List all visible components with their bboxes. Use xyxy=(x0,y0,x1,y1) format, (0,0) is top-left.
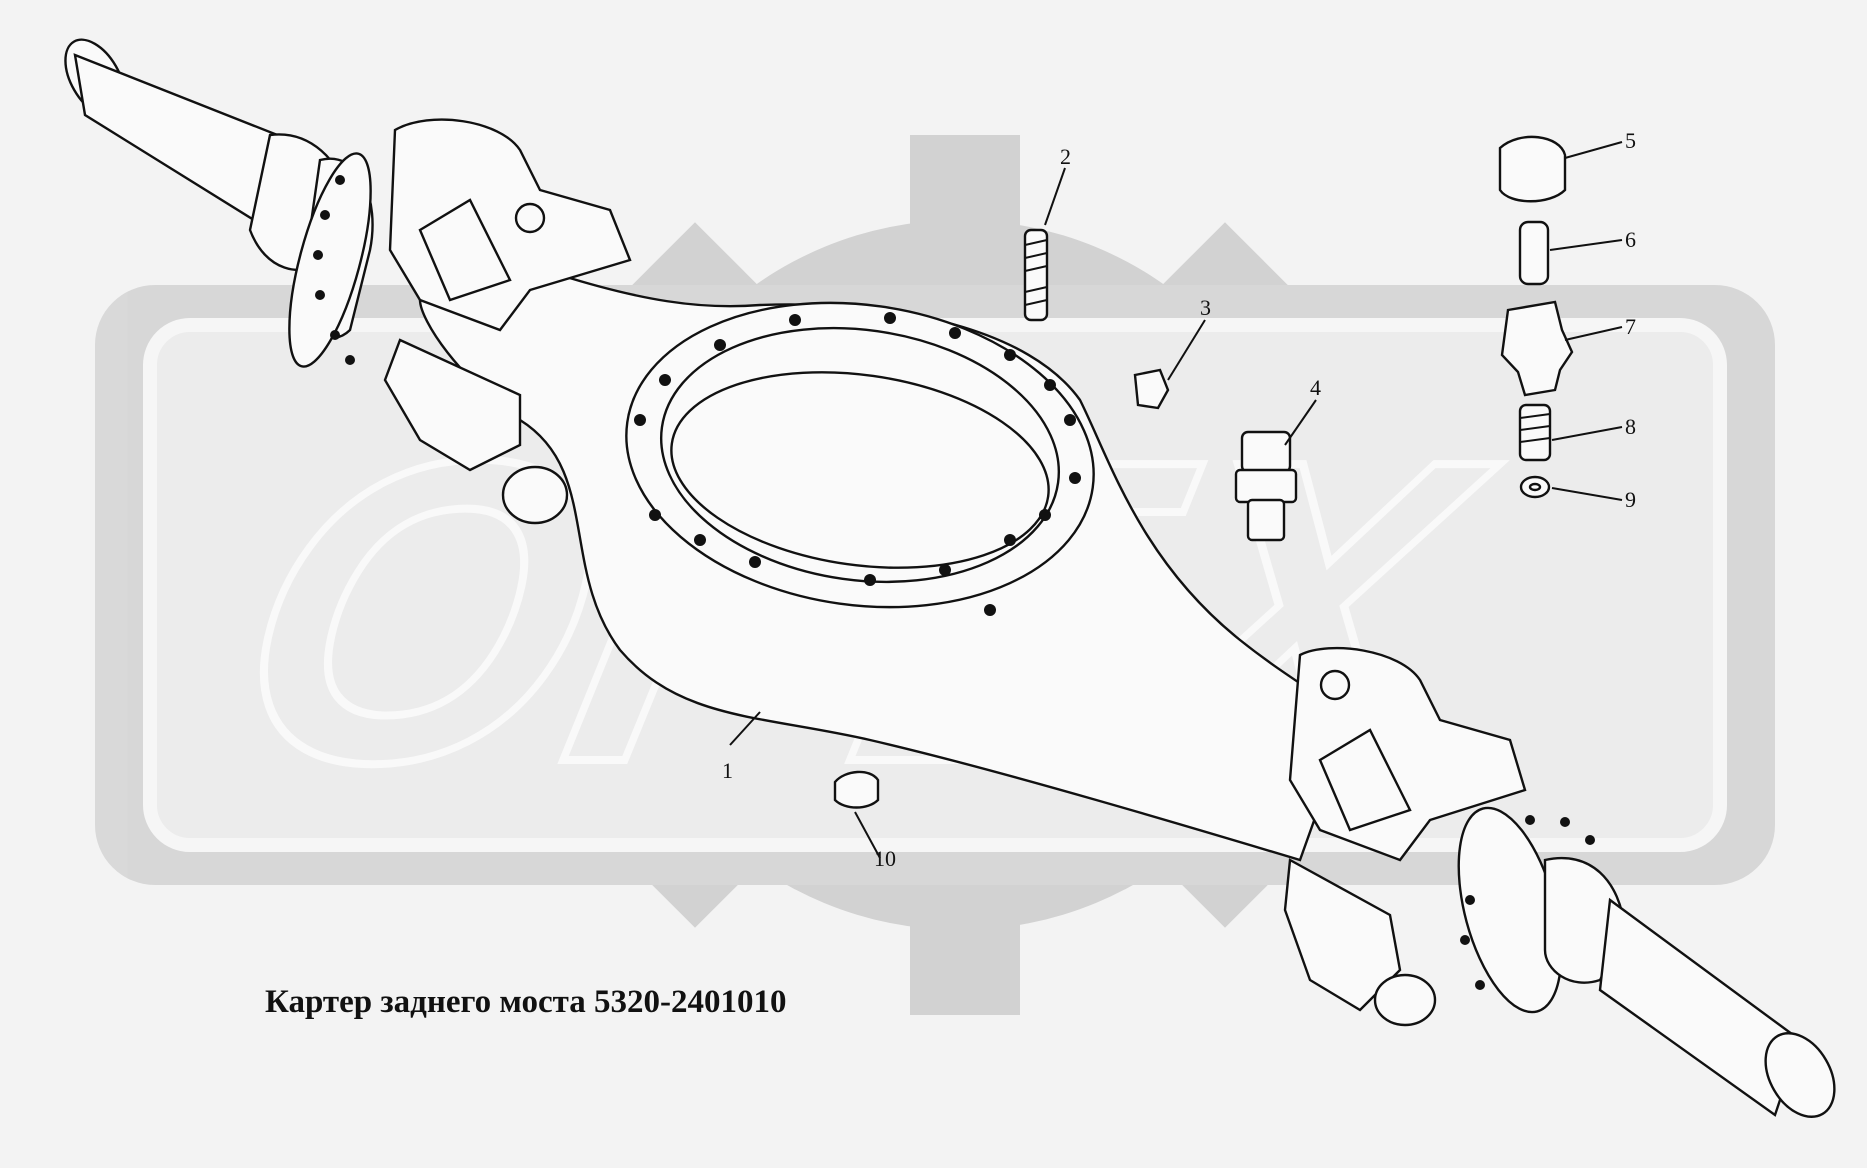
cap-5 xyxy=(1498,135,1567,203)
callout-4: 4 xyxy=(1310,375,1321,400)
callout-labels: 1 2 3 4 5 6 7 8 9 10 xyxy=(722,128,1636,871)
pin-6 xyxy=(1518,220,1550,286)
fitting-7 xyxy=(1500,300,1574,397)
stud-2 xyxy=(1023,228,1049,322)
plug-3 xyxy=(1133,368,1170,410)
axle-housing xyxy=(64,38,1836,1118)
left-spring-bracket xyxy=(383,118,632,525)
callout-1: 1 xyxy=(722,758,733,783)
diagram-title: Картер заднего моста 5320-2401010 xyxy=(265,984,786,1020)
callout-8: 8 xyxy=(1625,414,1636,439)
valve-4 xyxy=(1234,430,1298,542)
right-spindle xyxy=(1457,806,1836,1118)
left-spindle xyxy=(64,38,374,368)
callout-10: 10 xyxy=(874,846,896,871)
spring-8 xyxy=(1518,403,1552,462)
washer-9 xyxy=(1519,475,1551,499)
callout-5: 5 xyxy=(1625,128,1636,153)
callout-2: 2 xyxy=(1060,144,1071,169)
right-spring-bracket xyxy=(1283,646,1527,1027)
plug-10 xyxy=(833,770,880,809)
callout-3: 3 xyxy=(1200,295,1211,320)
callout-7: 7 xyxy=(1625,314,1636,339)
leader-lines xyxy=(729,141,1623,859)
callout-9: 9 xyxy=(1625,487,1636,512)
flange-bolt-holes xyxy=(634,312,1081,616)
callout-6: 6 xyxy=(1625,227,1636,252)
